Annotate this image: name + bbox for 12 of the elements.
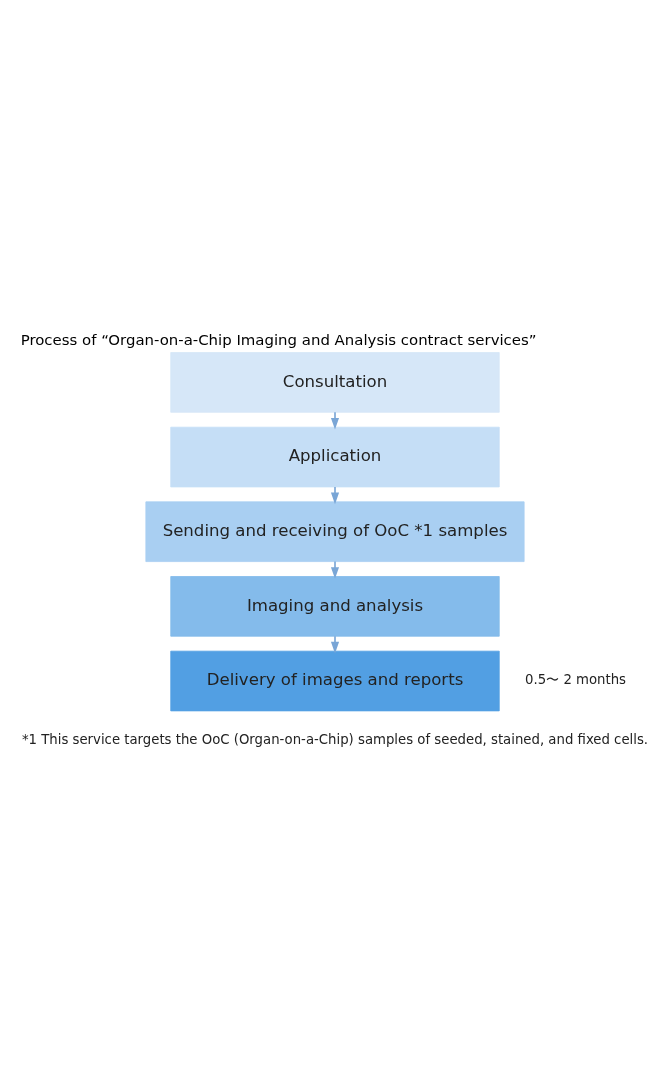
- node-box: Imaging and analysis: [170, 575, 500, 637]
- node-box: Delivery of images and reports: [170, 650, 500, 711]
- arrow: [330, 560, 340, 579]
- node-box: Sending and receiving of OoC *1 samples: [145, 500, 525, 562]
- arrow: [330, 410, 340, 430]
- diagram-title: Process of “Organ-on-a-Chip Imaging and Analysis contract services”: [20, 330, 537, 349]
- label: *1 This service targets the OoC (Organ-on-a-Chip) samples of seeded, stained, and fixed cells.: [21, 731, 649, 747]
- arrow: [330, 634, 340, 653]
- label: 0.5〜 2 months: [525, 671, 627, 687]
- arrow: [330, 485, 340, 504]
- node-box: Application: [170, 426, 500, 487]
- node-box: Consultation: [170, 351, 500, 413]
